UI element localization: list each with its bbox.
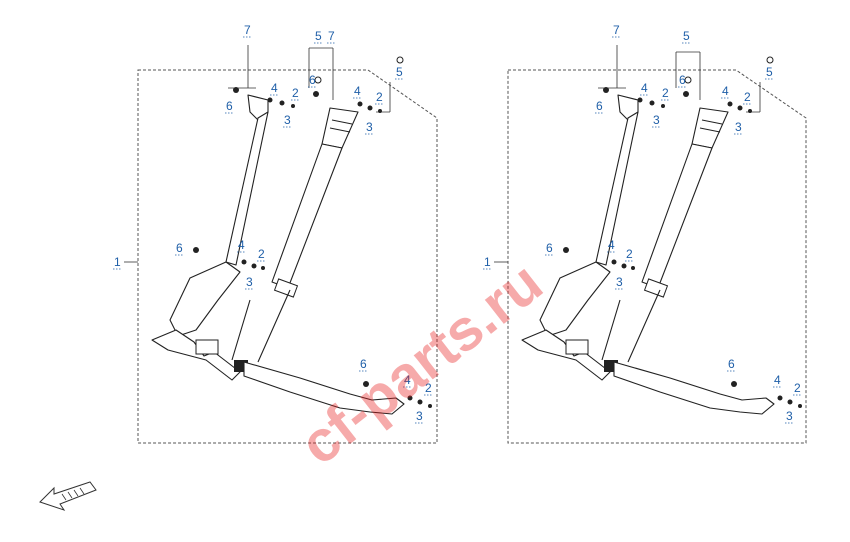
- watermark-text: cf-parts.ru: [288, 250, 554, 478]
- assembly-frame: [507, 69, 807, 444]
- orientation-arrow-icon: [39, 481, 97, 511]
- callout-3[interactable]: 3: [284, 113, 291, 127]
- callout-6[interactable]: 6: [176, 241, 183, 255]
- callout-4[interactable]: 4: [271, 81, 278, 95]
- callout-4[interactable]: 4: [354, 84, 361, 98]
- callout-2[interactable]: 2: [744, 90, 751, 104]
- callout-6[interactable]: 6: [546, 241, 553, 255]
- callout-4[interactable]: 4: [641, 81, 648, 95]
- callout-5[interactable]: 5: [315, 29, 322, 43]
- callout-4[interactable]: 4: [238, 238, 245, 252]
- callout-6[interactable]: 6: [309, 73, 316, 87]
- callout-7[interactable]: 7: [244, 23, 251, 37]
- callout-2[interactable]: 2: [794, 381, 801, 395]
- callout-2[interactable]: 2: [258, 247, 265, 261]
- callout-1[interactable]: 1: [114, 255, 121, 269]
- callout-3[interactable]: 3: [366, 120, 373, 134]
- callout-3[interactable]: 3: [246, 275, 253, 289]
- callout-6[interactable]: 6: [360, 357, 367, 371]
- callout-5[interactable]: 5: [396, 65, 403, 79]
- callout-7[interactable]: 7: [328, 29, 335, 43]
- callout-1[interactable]: 1: [484, 255, 491, 269]
- callout-6[interactable]: 6: [596, 99, 603, 113]
- callout-3[interactable]: 3: [786, 409, 793, 423]
- callout-2[interactable]: 2: [626, 247, 633, 261]
- callout-6[interactable]: 6: [226, 99, 233, 113]
- callout-2[interactable]: 2: [292, 86, 299, 100]
- callout-6[interactable]: 6: [679, 73, 686, 87]
- callout-3[interactable]: 3: [616, 275, 623, 289]
- callout-3[interactable]: 3: [735, 120, 742, 134]
- callout-4[interactable]: 4: [774, 373, 781, 387]
- callout-7[interactable]: 7: [613, 23, 620, 37]
- callout-5[interactable]: 5: [683, 29, 690, 43]
- callout-5[interactable]: 5: [766, 65, 773, 79]
- seat-belt-assembly-right: 1 7 5: [483, 23, 807, 444]
- callout-4[interactable]: 4: [404, 373, 411, 387]
- callout-4[interactable]: 4: [608, 238, 615, 252]
- callout-4[interactable]: 4: [722, 84, 729, 98]
- callout-2[interactable]: 2: [662, 86, 669, 100]
- assembly-frame: [137, 69, 438, 444]
- callout-6[interactable]: 6: [728, 357, 735, 371]
- callout-2[interactable]: 2: [425, 381, 432, 395]
- callout-3[interactable]: 3: [416, 409, 423, 423]
- seat-belt-assembly-left: 1: [113, 23, 438, 444]
- callout-3[interactable]: 3: [653, 113, 660, 127]
- callout-2[interactable]: 2: [376, 90, 383, 104]
